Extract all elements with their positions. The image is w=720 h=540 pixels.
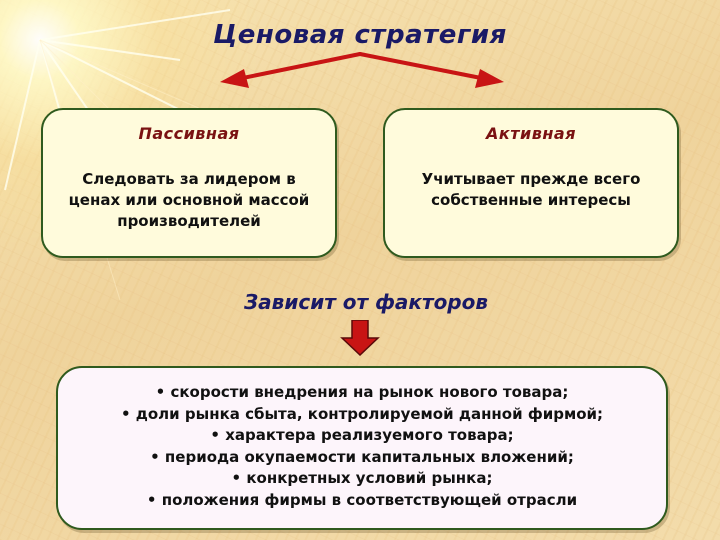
factor-item: • конкретных условий рынка; <box>231 469 493 487</box>
factor-item: • периода окупаемости капитальных вложен… <box>150 447 574 466</box>
factor-item: • доли рынка сбыта, контролируемой данно… <box>120 404 604 423</box>
passive-description: Следовать за лидером в ценах или основно… <box>68 170 310 230</box>
active-description: Учитывает прежде всего собственные интер… <box>421 170 641 209</box>
active-heading: Активная <box>486 124 576 143</box>
active-strategy-box: Активная Учитывает прежде всего собствен… <box>383 108 679 258</box>
factor-item: • характера реализуемого товара; <box>210 426 514 444</box>
factors-heading: Зависит от факторов <box>243 290 489 314</box>
factor-item: • скорости внедрения на рынок нового тов… <box>155 383 569 401</box>
passive-heading: Пассивная <box>138 124 240 143</box>
arrow-left-shaft <box>236 52 362 81</box>
diagram-title: Ценовая стратегия <box>213 20 507 50</box>
passive-strategy-box: Пассивная Следовать за лидером в ценах и… <box>41 108 337 258</box>
arrow-right-head <box>475 69 504 88</box>
arrow-left-head <box>220 69 249 88</box>
factor-item: • положения фирмы в соответствующей отра… <box>146 490 578 509</box>
arrow-right-shaft <box>358 52 488 81</box>
down-arrow-icon <box>340 320 380 356</box>
factors-list: • скорости внедрения на рынок нового тов… <box>72 382 652 511</box>
factors-box: • скорости внедрения на рынок нового тов… <box>56 366 668 530</box>
